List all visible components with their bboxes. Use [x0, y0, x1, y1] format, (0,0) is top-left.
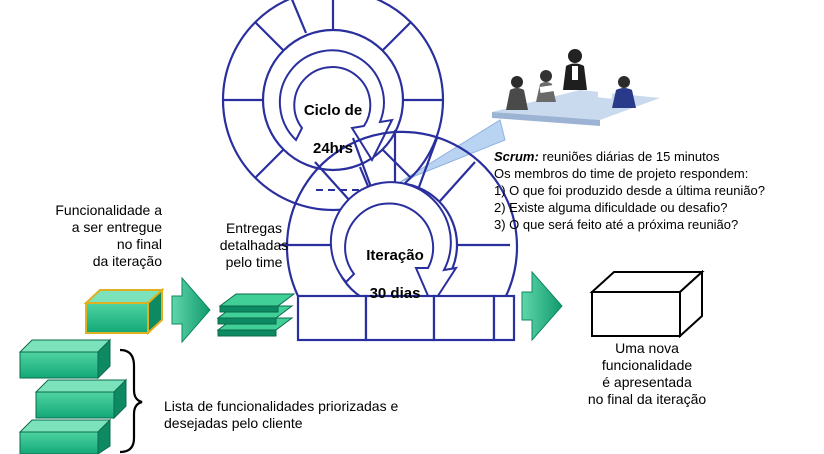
scrum-note: Scrum: reuniões diárias de 15 minutos Os… — [494, 148, 814, 233]
scrum-note-title: Scrum: — [494, 149, 539, 164]
arrow-to-deliveries — [171, 276, 211, 344]
new-feature-caption: Uma nova funcionalidade é apresentada no… — [587, 340, 707, 407]
backlog-bracket — [119, 348, 143, 454]
scrum-note-title-rest: reuniões diárias de 15 minutos — [538, 149, 720, 164]
deliveries-label: Entregas detalhadas pelo time — [219, 220, 289, 270]
daily-cycle-arrow — [278, 49, 394, 163]
backlog-label: Lista de funcionalidades priorizadas e d… — [164, 398, 399, 431]
scrum-question-3: 3) O que será feito até a próxima reuniã… — [494, 217, 739, 232]
scrum-question-2: 2) Existe alguma dificuldade ou desafio? — [494, 200, 728, 215]
meeting-illustration — [492, 49, 660, 126]
deliveries-stack — [216, 293, 296, 337]
iteration-cycle-label-line2: 30 dias — [369, 285, 421, 302]
scrum-question-1: 1) O que foi produzido desde a última re… — [494, 183, 766, 198]
scrum-note-intro: Os membros do time de projeto respondem: — [494, 166, 749, 181]
backlog-blocks — [18, 338, 128, 454]
feature-label: Funcionalidade a a ser entregue no final… — [55, 202, 162, 269]
feature-box — [83, 287, 165, 336]
iteration-base-steps — [296, 294, 516, 342]
iteration-cycle-label-line1: Iteração — [366, 247, 424, 264]
daily-cycle-label-line2: 24hrs — [312, 140, 354, 157]
arrow-to-new-feature — [521, 270, 563, 342]
iteration-cycle-arrow — [329, 181, 459, 308]
iteration-cycle-label: Iteração 30 dias — [350, 227, 440, 322]
new-feature-box — [589, 269, 705, 339]
daily-cycle-label: Ciclo de 24hrs — [292, 82, 374, 177]
daily-cycle-label-line1: Ciclo de — [303, 102, 363, 119]
scrum-note-title-line: Scrum: reuniões diárias de 15 minutos — [494, 148, 814, 165]
